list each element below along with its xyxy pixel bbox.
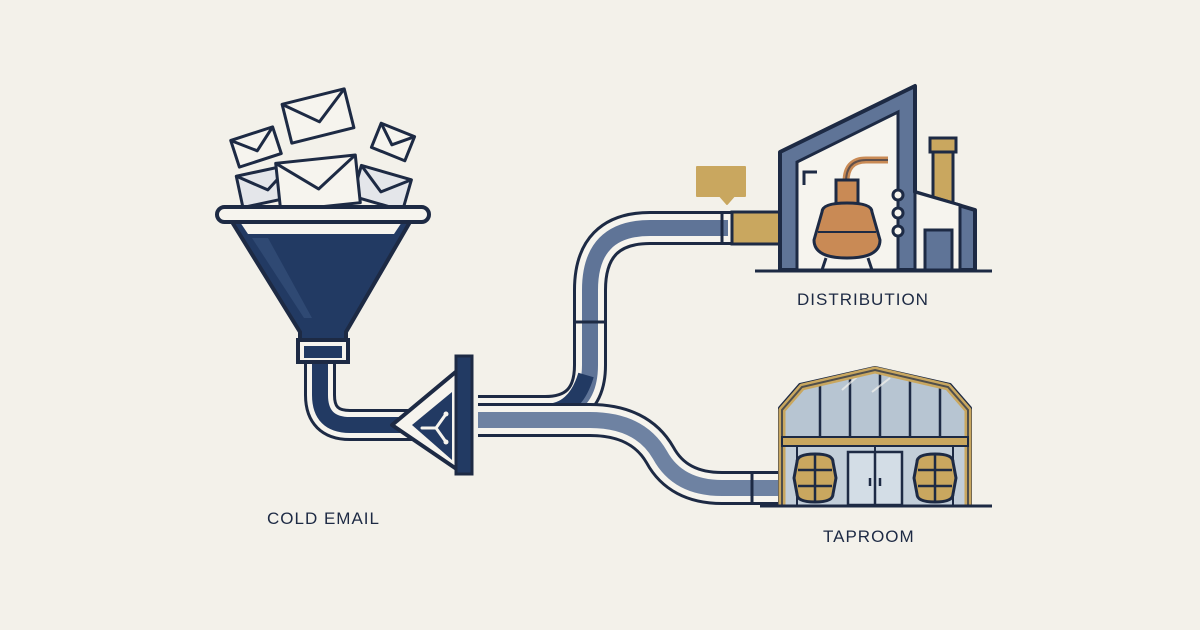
barrel-icon	[912, 452, 958, 504]
pipe-funnel-to-valve	[304, 360, 412, 441]
distillery-icon	[696, 84, 992, 273]
pipe-coupling	[730, 210, 782, 246]
copper-still-icon	[812, 156, 888, 271]
barn-taproom-icon	[760, 366, 992, 508]
barrel-icon	[792, 452, 838, 504]
pipe-to-distribution	[478, 210, 782, 429]
speech-bubble-icon	[696, 166, 746, 205]
label-taproom: TAPROOM	[823, 527, 915, 546]
splitter-valve-icon	[390, 354, 474, 476]
envelope-icon	[274, 153, 362, 213]
funnel-icon	[215, 205, 431, 364]
envelope-icon	[351, 163, 413, 213]
label-cold-email: COLD EMAIL	[267, 509, 380, 528]
envelope-icon	[369, 121, 417, 163]
label-distribution: DISTRIBUTION	[797, 290, 929, 309]
envelope-icon	[229, 125, 283, 169]
envelope-icon	[280, 87, 356, 145]
pipe-to-taproom	[478, 403, 782, 505]
